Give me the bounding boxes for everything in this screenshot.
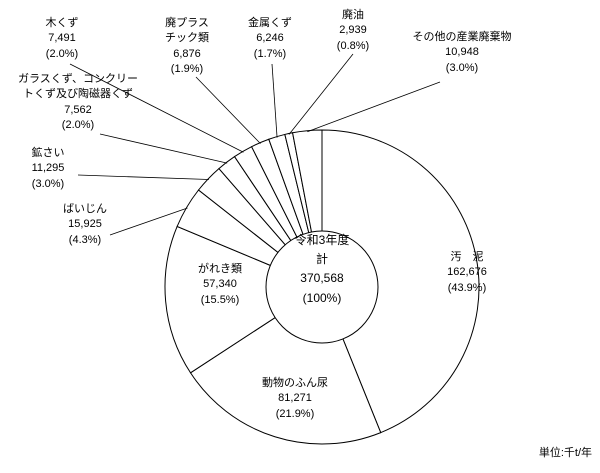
- center-total-value: 370,568: [300, 271, 344, 286]
- leader-line-6: [69, 63, 244, 153]
- pie-slice-2: [164, 225, 324, 374]
- leader-line-7: [195, 76, 261, 144]
- leader-line-8: [271, 63, 278, 138]
- center-era-text: 令和3年度: [294, 233, 350, 247]
- center-total-pct: (100%): [302, 290, 342, 305]
- leader-line-9: [288, 53, 354, 135]
- pie-slice-0: [321, 129, 480, 434]
- leader-line-10: [307, 81, 441, 133]
- leader-line-4: [77, 174, 209, 180]
- center-total-label: 計: [315, 252, 328, 267]
- unit-note: 単位:千t/年: [538, 447, 592, 459]
- leader-line-3: [109, 207, 188, 236]
- pie-center-label: 令和3年度 計 370,568 (100%): [295, 231, 350, 308]
- leader-line-5: [99, 133, 228, 164]
- donut-hole: [265, 230, 379, 344]
